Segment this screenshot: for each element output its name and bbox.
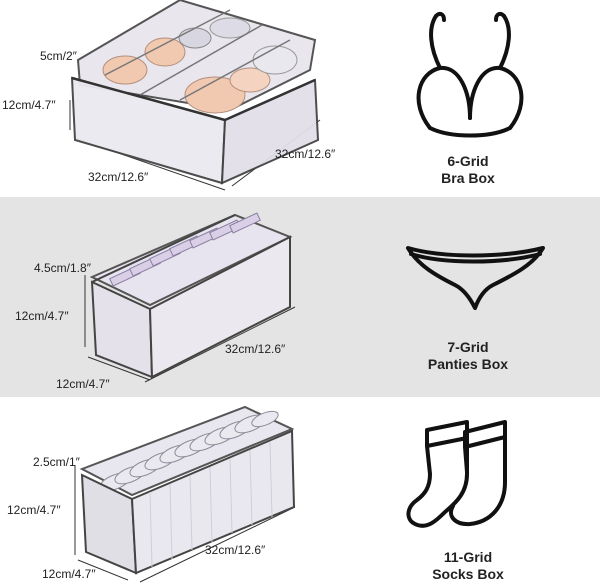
bra-icon bbox=[416, 11, 524, 138]
bra-box-caption: 6-Grid Bra Box bbox=[398, 153, 538, 187]
bra-box-front-length: 32cm/12.6″ bbox=[88, 170, 149, 184]
panties-box-caption: 7-Grid Panties Box bbox=[398, 339, 538, 373]
socks-box-height: 12cm/4.7″ bbox=[7, 503, 61, 517]
socks-box-top-height: 2.5cm/1″ bbox=[33, 455, 80, 469]
panties-box-grid-label: 7-Grid bbox=[447, 339, 489, 355]
socks-box-illustration bbox=[74, 405, 296, 583]
socks-box-name: Socks Box bbox=[432, 566, 504, 582]
socks-box-grid-label: 11-Grid bbox=[443, 549, 493, 565]
socks-box-caption: 11-Grid Socks Box bbox=[398, 549, 538, 583]
panties-box-name: Panties Box bbox=[427, 356, 509, 372]
panties-box-front-length: 12cm/4.7″ bbox=[56, 377, 110, 391]
socks-box-front-length: 12cm/4.7″ bbox=[42, 567, 96, 581]
bra-box-side-length: 32cm/12.6″ bbox=[275, 147, 336, 161]
bra-box-height: 12cm/4.7″ bbox=[2, 98, 56, 112]
bra-box-name: Bra Box bbox=[441, 170, 495, 186]
bra-box-grid-label: 6-Grid bbox=[447, 153, 489, 169]
bra-box-top-height: 5cm/2″ bbox=[40, 49, 77, 63]
panties-box-illustration bbox=[84, 212, 296, 383]
panties-box-top-height: 4.5cm/1.8″ bbox=[34, 261, 91, 275]
socks-box-side-length: 32cm/12.6″ bbox=[205, 543, 266, 557]
panties-box-height: 12cm/4.7″ bbox=[15, 309, 69, 323]
bra-box-illustration bbox=[69, 0, 321, 191]
panties-icon bbox=[406, 246, 545, 310]
panties-box-side-length: 32cm/12.6″ bbox=[225, 342, 286, 356]
socks-icon bbox=[406, 420, 507, 528]
